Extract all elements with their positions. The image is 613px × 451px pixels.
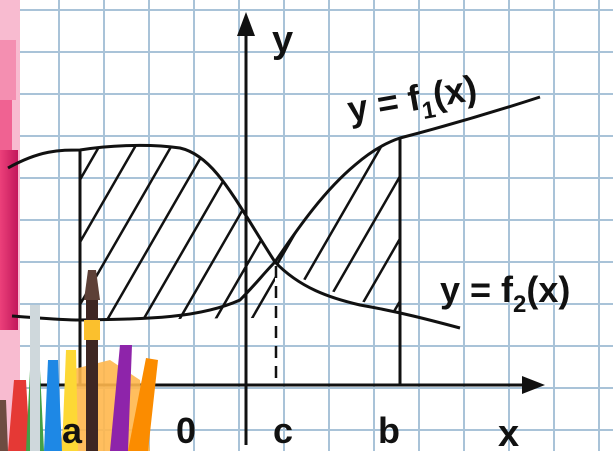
hatch-line: [82, 145, 236, 320]
tick-label-c: c: [273, 410, 293, 451]
x-axis-arrow-icon: [522, 376, 545, 394]
hatch-line: [118, 145, 272, 320]
hatch-line: [275, 138, 338, 312]
x-axis-label: x: [498, 413, 519, 451]
tick-label-zero: 0: [176, 410, 196, 451]
hatch-line: [275, 138, 302, 312]
y-axis-label: y: [272, 19, 293, 61]
curve-f1: [7, 143, 461, 330]
curve-f1-label: y = f1(x): [344, 67, 481, 138]
shaded-region-right: [275, 100, 552, 360]
hatch-line: [226, 145, 275, 320]
hatch-line: [402, 100, 552, 360]
hatch-line: [328, 138, 400, 312]
curve-f2-label: y = f2(x): [440, 269, 570, 318]
y-axis-arrow-icon: [237, 12, 255, 36]
hatch-line: [190, 145, 275, 320]
hatch-line: [275, 138, 400, 312]
colored-pencils-icon: [0, 270, 158, 451]
hatch-line: [262, 145, 275, 320]
tick-label-a: a: [62, 410, 83, 451]
hatch-line: [292, 138, 400, 312]
pink-banner-icon: [0, 0, 20, 451]
hatch-line: [364, 138, 400, 312]
tick-label-b: b: [378, 410, 400, 451]
hatch-line: [80, 145, 200, 320]
hatch-line: [80, 145, 164, 320]
